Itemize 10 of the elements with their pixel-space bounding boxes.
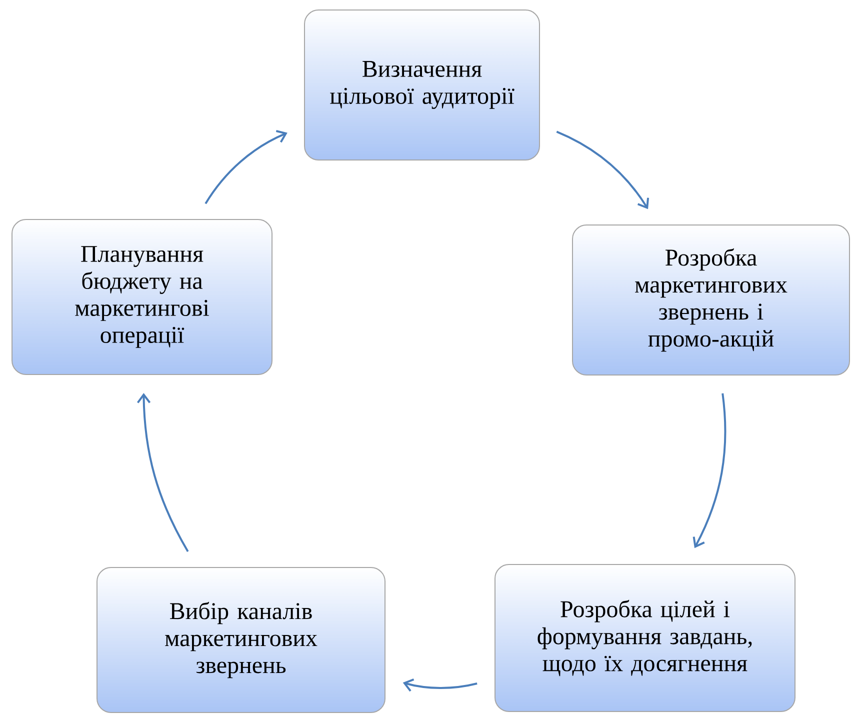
- arrow: [692, 393, 726, 548]
- process-box: Розробка цілей і формування завдань, щодо їх досягнення: [494, 564, 796, 712]
- process-box: Визначення цільової аудиторії: [304, 9, 540, 160]
- arrow: [402, 678, 478, 692]
- process-box: Планування бюджету на маркетингові операції: [12, 218, 272, 375]
- process-box: Розробка маркетингових звернень і промо-акцій: [572, 224, 850, 376]
- arrow: [136, 392, 189, 552]
- arrow: [556, 130, 650, 210]
- process-box: Вибір каналів маркетингових звернень: [96, 566, 386, 713]
- arrow: [204, 130, 288, 204]
